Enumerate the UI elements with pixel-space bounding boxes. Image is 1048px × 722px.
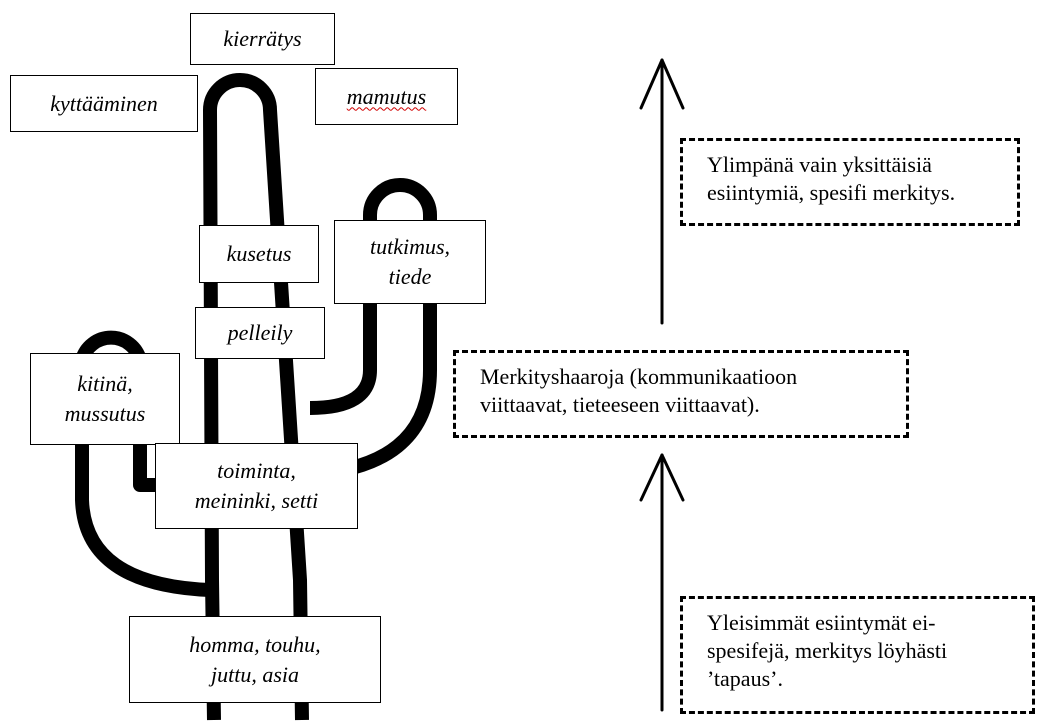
label-kitina-mussutus: kitinä, mussutus [30,353,180,445]
label-mamutus: mamutus [315,68,458,125]
cactus-trunk-outline [203,73,309,721]
label-kyttaaminen: kyttääminen [10,75,198,132]
cactus-right-arm-outline [299,178,437,482]
note-top: Ylimpänä vain yksittäisiä esiintymiä, sp… [680,138,1020,226]
note-middle: Merkityshaaroja (kommunikaatioon viittaa… [453,350,909,438]
label-homma-touhu-juttu-asia: homma, touhu, juttu, asia [129,616,381,703]
arrow-up-bottom [639,453,685,712]
note-bottom: Yleisimmät esiintymät ei- spesifejä, mer… [680,596,1035,714]
label-pelleily: pelleily [195,307,325,359]
label-tutkimus-tiede: tutkimus, tiede [334,220,486,304]
arrow-up-top [639,58,685,325]
label-toiminta-meininki-setti: toiminta, meininki, setti [155,443,358,529]
label-kusetus: kusetus [199,225,319,283]
label-kierratys: kierrätys [190,13,335,65]
